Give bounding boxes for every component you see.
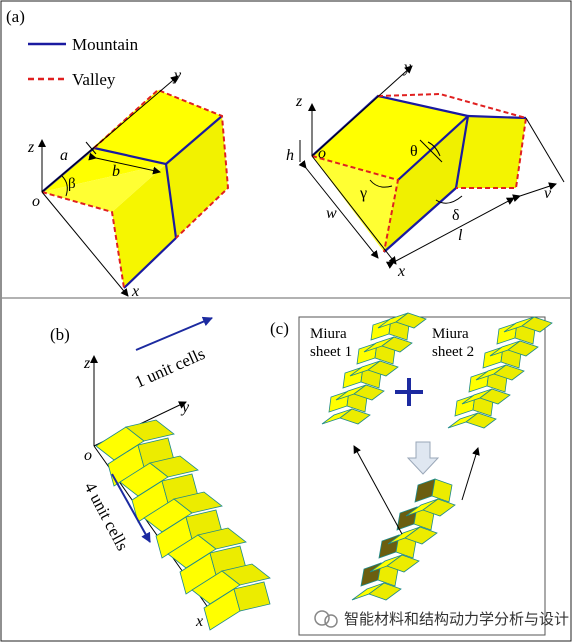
miura-facet [353,384,385,401]
axis-y-label-b: y [180,399,190,416]
panel-c-frame [298,316,546,636]
param-beta-label: β [68,176,76,192]
sheet2-label-line1: Miura [432,326,469,342]
miura-facet [422,498,456,517]
miura-facet [125,419,175,442]
miura-facet [521,316,553,333]
param-a-label: a [60,147,68,164]
sheet1-label-line1: Miura [310,326,347,342]
axis-x-label-right: x [397,263,405,280]
param-delta-label: δ [452,207,460,224]
miura-facet [368,582,402,601]
miura-facet [173,491,223,514]
origin-label-b: o [84,447,92,464]
miura-sheet-1 [321,312,427,425]
legend-valley-label: Valley [72,70,116,89]
axis-x-label-b: x [195,613,203,630]
unit-cell-right [298,65,565,269]
param-l-label: l [458,227,463,244]
panel-c: (c) Miura sheet 1 Miura sheet 2 [270,312,553,601]
param-gamma-label: γ [359,185,367,202]
panel-b-label: (b) [50,325,70,344]
combine-down-arrow [406,441,440,475]
miura-facet [431,478,453,503]
param-b-label: b [112,163,120,180]
panel-b: (b) z y o x 1 unit cells 4 unit cells [50,316,271,631]
panel-a-label: (a) [6,7,25,26]
miura-facet [197,527,247,550]
miura-facet [339,408,371,425]
miura-facet [414,478,436,503]
axis-z-label-left: z [27,139,35,156]
miura-facet [149,455,199,478]
miura-facet [395,312,427,329]
y-direction-arrow [135,316,213,351]
legend: Mountain Valley [28,35,139,89]
y-cells-label: 1 unit cells [132,344,208,392]
panel-c-label: (c) [270,319,289,338]
miura-facet [493,364,525,381]
origin-label-right: o [318,145,326,162]
miura-facet [507,340,539,357]
miura-facet [404,526,438,545]
axis-y-label-right: y [402,59,412,76]
sheet2-label-line2: sheet 2 [432,344,474,360]
param-theta-label: θ [410,143,418,160]
param-v-label: v [544,185,552,202]
x-cells-label: 4 unit cells [80,479,132,554]
legend-mountain-label: Mountain [72,35,139,54]
origin-label-left: o [32,193,40,210]
panel-a: (a) Mountain Valley [6,7,565,300]
axis-x-label-left: x [131,283,139,300]
miura-facet [479,388,511,405]
watermark-text: 智能材料和结构动力学分析与设计 [344,610,569,628]
miura-sheet-2 [447,316,553,429]
miura-facet [386,554,420,573]
param-h-label: h [286,147,294,164]
miura-facet [381,336,413,353]
miura-facet [233,581,271,612]
axis-z-label-b: z [83,355,91,372]
x-direction-arrow [111,473,151,543]
sheet1-label-line2: sheet 1 [310,344,352,360]
unit-cell-left [38,75,230,297]
miura-strip-b [95,419,271,631]
plus-sign [395,378,423,406]
axis-z-label-right: z [295,93,303,110]
wechat-logo-icon [314,610,338,628]
axis-y-label-left: y [172,67,182,84]
miura-facet [367,360,399,377]
miura-sheet-combined [351,478,456,601]
miura-facet [221,563,271,586]
miura-facet [465,412,497,429]
param-w-label: w [326,205,337,222]
watermark: 智能材料和结构动力学分析与设计 [314,610,569,628]
